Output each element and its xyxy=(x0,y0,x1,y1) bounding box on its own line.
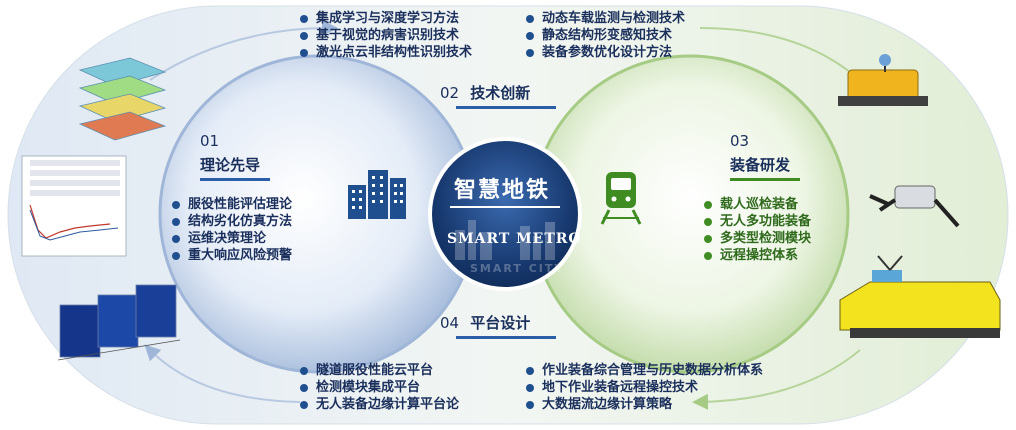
platform-list-right: 作业装备综合管理与历史数据分析体系 地下作业装备远程操控技术 大数据流边缘计算策… xyxy=(524,362,763,413)
theory-item: 结构劣化仿真方法 xyxy=(170,213,292,230)
tech-underline xyxy=(456,106,556,109)
center-title: 智慧地铁 xyxy=(454,178,551,203)
theory-title: 理论先导 xyxy=(200,156,261,174)
tech-title: 技术创新 xyxy=(470,84,531,102)
equipment-item: 远程操控体系 xyxy=(702,247,811,264)
metro-train-icon xyxy=(600,172,642,225)
platform-title: 平台设计 xyxy=(470,314,531,332)
tech-item: 激光点云非结构性识别技术 xyxy=(298,44,472,61)
tech-list-right: 动态车载监测与检测技术 静态结构形变感知技术 装备参数优化设计方法 xyxy=(524,10,685,61)
platform-underline xyxy=(456,336,556,339)
platform-number: 04 xyxy=(440,314,460,332)
tech-item: 动态车载监测与检测技术 xyxy=(524,10,685,27)
tech-item: 装备参数优化设计方法 xyxy=(524,44,685,61)
equipment-item: 无人多功能装备 xyxy=(702,213,811,230)
tech-item: 基于视觉的病害识别技术 xyxy=(298,27,472,44)
theory-list: 服役性能评估理论 结构劣化仿真方法 运维决策理论 重大响应风险预警 xyxy=(170,196,292,264)
flow-arrow-bottom xyxy=(692,349,861,410)
equipment-title: 装备研发 xyxy=(730,156,791,174)
thumbnail-robot-device xyxy=(869,185,960,228)
center-circle xyxy=(428,137,582,291)
platform-item: 隧道服役性能云平台 xyxy=(298,362,459,379)
center-watermark: SMART CITY xyxy=(470,262,565,275)
platform-item: 大数据流边缘计算策略 xyxy=(524,396,763,413)
thumbnail-line-chart xyxy=(21,155,127,257)
tech-list-left: 集成学习与深度学习方法 基于视觉的病害识别技术 激光点云非结构性识别技术 xyxy=(298,10,472,61)
theory-item: 运维决策理论 xyxy=(170,230,292,247)
theory-item: 服役性能评估理论 xyxy=(170,196,292,213)
thumbnail-locomotive xyxy=(839,255,1001,338)
platform-item: 地下作业装备远程操控技术 xyxy=(524,379,763,396)
equipment-item: 载人巡检装备 xyxy=(702,196,811,213)
equipment-item: 多类型检测模块 xyxy=(702,230,811,247)
theory-item: 重大响应风险预警 xyxy=(170,247,292,264)
platform-item: 检测模块集成平台 xyxy=(298,379,459,396)
city-buildings-icon xyxy=(348,170,406,219)
tech-item: 集成学习与深度学习方法 xyxy=(298,10,472,27)
tech-header: 02 技术创新 xyxy=(440,82,530,103)
platform-item: 无人装备边缘计算平台论 xyxy=(298,396,459,413)
thumbnail-heatmap-panels xyxy=(57,284,181,361)
platform-header: 04 平台设计 xyxy=(440,312,530,333)
center-subtitle: SMART METRO xyxy=(447,231,582,247)
thumbnail-3d-layers xyxy=(78,57,167,141)
equipment-list: 载人巡检装备 无人多功能装备 多类型检测模块 远程操控体系 xyxy=(702,196,811,264)
flow-arrow-left xyxy=(144,344,301,403)
tech-item: 静态结构形变感知技术 xyxy=(524,27,685,44)
center-skyline xyxy=(455,220,555,260)
theory-underline xyxy=(200,178,270,181)
equipment-underline xyxy=(730,178,800,181)
platform-list-left: 隧道服役性能云平台 检测模块集成平台 无人装备边缘计算平台论 xyxy=(298,362,459,413)
thumbnail-inspection-vehicle xyxy=(838,54,928,106)
tech-number: 02 xyxy=(440,84,460,102)
flow-arrow-top xyxy=(149,20,338,81)
equipment-number: 03 xyxy=(730,132,750,150)
platform-item: 作业装备综合管理与历史数据分析体系 xyxy=(524,362,763,379)
theory-number: 01 xyxy=(200,132,220,150)
